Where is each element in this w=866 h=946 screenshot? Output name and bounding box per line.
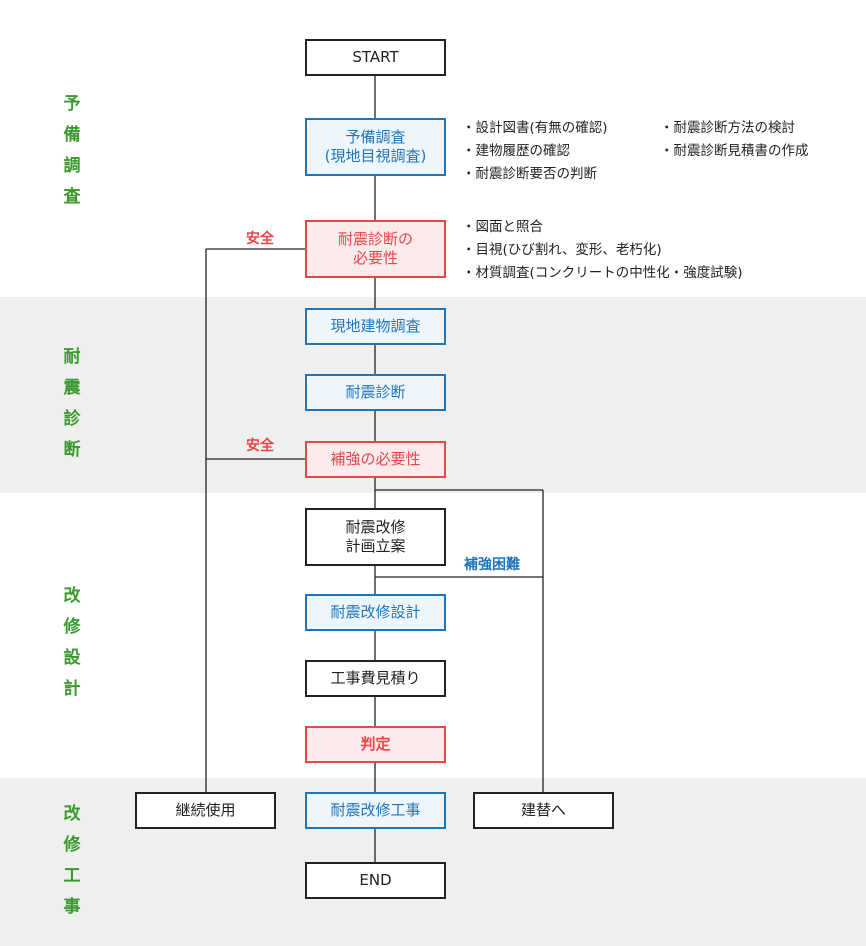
- phase-char: 修: [63, 835, 81, 855]
- phase-char: 予: [63, 94, 81, 114]
- start-label: START: [352, 48, 399, 67]
- cost-estimate-label: 工事費見積り: [330, 669, 421, 688]
- phase-char: 診: [63, 409, 81, 429]
- preliminary-survey-box: 予備調査 (現地目視調査): [305, 118, 446, 176]
- phase-char: 改: [63, 804, 81, 824]
- phase-char: 修: [63, 617, 81, 637]
- end-box: END: [305, 862, 446, 899]
- retrofit-plan-label: 耐震改修 計画立案: [345, 518, 406, 555]
- preliminary-survey-label: 予備調査 (現地目視調査): [324, 128, 427, 165]
- phase-char: 震: [63, 378, 81, 398]
- end-label: END: [359, 871, 392, 890]
- retrofit-work-box: 耐震改修工事: [305, 792, 446, 829]
- continue-use-label: 継続使用: [175, 801, 236, 820]
- need-reinforcement-box: 補強の必要性: [305, 441, 446, 478]
- retrofit-work-label: 耐震改修工事: [330, 801, 421, 820]
- phase-label-construction: 改 修 工 事: [54, 806, 90, 930]
- phase-char: 工: [63, 866, 81, 886]
- retrofit-plan-box: 耐震改修 計画立案: [305, 508, 446, 566]
- need-diagnosis-box: 耐震診断の 必要性: [305, 220, 446, 278]
- phase-char: 調: [63, 156, 81, 176]
- start-box: START: [305, 39, 446, 76]
- note-item: ・耐震診断方法の検討: [660, 120, 795, 136]
- need-diagnosis-notes: ・図面と照合 ・目視(ひび割れ、変形、老朽化) ・材質調査(コンクリートの中性化…: [462, 216, 743, 285]
- safe-tag-2: 安全: [246, 438, 274, 454]
- phase-label-preliminary: 予 備 調 査: [54, 96, 90, 220]
- safe-tag-1: 安全: [246, 231, 274, 247]
- phase-char: 改: [63, 586, 81, 606]
- note-item: ・材質調査(コンクリートの中性化・強度試験): [462, 265, 743, 281]
- phase-char: 査: [63, 187, 81, 207]
- note-item: ・図面と照合: [462, 219, 543, 235]
- judgement-box: 判定: [305, 726, 446, 763]
- rebuild-box: 建替へ: [473, 792, 614, 829]
- seismic-diagnosis-box: 耐震診断: [305, 374, 446, 411]
- preliminary-notes-col2: ・耐震診断方法の検討 ・耐震診断見積書の作成: [660, 117, 809, 163]
- phase-char: 耐: [63, 347, 81, 367]
- note-item: ・耐震診断要否の判断: [462, 166, 597, 182]
- cost-estimate-box: 工事費見積り: [305, 660, 446, 697]
- phase-char: 備: [63, 125, 81, 145]
- retrofit-design-box: 耐震改修設計: [305, 594, 446, 631]
- phase-label-diagnosis: 耐 震 診 断: [54, 349, 90, 473]
- building-survey-label: 現地建物調査: [330, 317, 421, 336]
- note-item: ・設計図書(有無の確認): [462, 120, 608, 136]
- note-item: ・目視(ひび割れ、変形、老朽化): [462, 242, 662, 258]
- continue-use-box: 継続使用: [135, 792, 276, 829]
- note-item: ・耐震診断見積書の作成: [660, 143, 809, 159]
- phase-char: 設: [63, 648, 81, 668]
- phase-char: 計: [63, 679, 81, 699]
- seismic-diagnosis-label: 耐震診断: [345, 383, 406, 402]
- reinforcement-difficult-tag: 補強困難: [464, 557, 520, 573]
- building-survey-box: 現地建物調査: [305, 308, 446, 345]
- need-reinforcement-label: 補強の必要性: [330, 450, 421, 469]
- note-item: ・建物履歴の確認: [462, 143, 570, 159]
- judgement-label: 判定: [360, 735, 391, 754]
- need-diagnosis-label: 耐震診断の 必要性: [337, 230, 413, 267]
- phase-label-design: 改 修 設 計: [54, 588, 90, 712]
- rebuild-label: 建替へ: [520, 801, 566, 820]
- phase-char: 事: [63, 897, 81, 917]
- preliminary-notes-col1: ・設計図書(有無の確認) ・建物履歴の確認 ・耐震診断要否の判断: [462, 117, 608, 186]
- phase-char: 断: [63, 440, 81, 460]
- retrofit-design-label: 耐震改修設計: [330, 603, 421, 622]
